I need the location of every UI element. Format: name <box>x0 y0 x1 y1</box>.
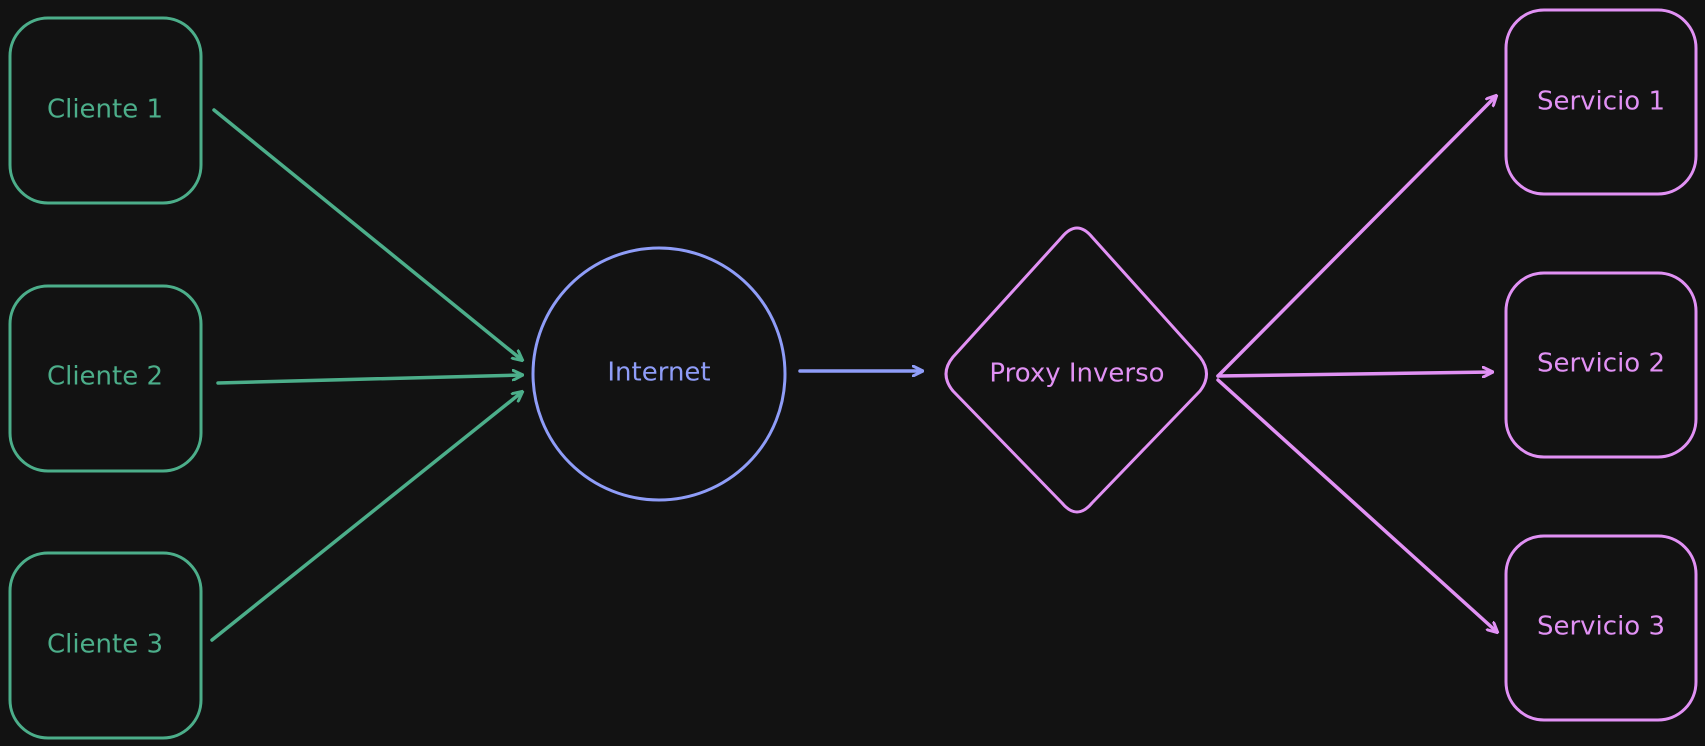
arrow-client1-internet <box>212 108 522 360</box>
internet-node[interactable]: Internet <box>531 246 787 502</box>
service-node-2[interactable]: Servicio 2 <box>1504 271 1698 459</box>
client-node-3[interactable]: Cliente 3 <box>8 551 203 740</box>
service-label-1: Servicio 1 <box>1537 87 1665 117</box>
service-label-3: Servicio 3 <box>1537 612 1665 642</box>
arrow-client3-internet <box>210 392 522 642</box>
internet-circle <box>531 246 787 502</box>
arrow-proxy-service2 <box>1216 372 1492 376</box>
proxy-label: Proxy Inverso <box>989 359 1164 389</box>
proxy-diamond <box>944 226 1208 514</box>
internet-label: Internet <box>607 358 710 388</box>
client-box-2 <box>8 284 203 473</box>
arrow-proxy-service1 <box>1216 96 1496 378</box>
proxy-node[interactable]: Proxy Inverso <box>944 226 1208 514</box>
client-node-1[interactable]: Cliente 1 <box>8 16 203 205</box>
service-node-1[interactable]: Servicio 1 <box>1504 8 1698 196</box>
client-box-1 <box>8 16 203 205</box>
client-node-2[interactable]: Cliente 2 <box>8 284 203 473</box>
service-node-3[interactable]: Servicio 3 <box>1504 534 1698 722</box>
client-box-3 <box>8 551 203 740</box>
service-box-1 <box>1504 8 1698 196</box>
arrow-client2-internet <box>216 375 522 385</box>
service-label-2: Servicio 2 <box>1537 349 1665 379</box>
service-box-2 <box>1504 271 1698 459</box>
client-label-2: Cliente 2 <box>47 362 163 392</box>
arrow-proxy-service3 <box>1216 378 1497 632</box>
client-label-1: Cliente 1 <box>47 95 163 125</box>
client-label-3: Cliente 3 <box>47 630 163 660</box>
service-box-3 <box>1504 534 1698 722</box>
